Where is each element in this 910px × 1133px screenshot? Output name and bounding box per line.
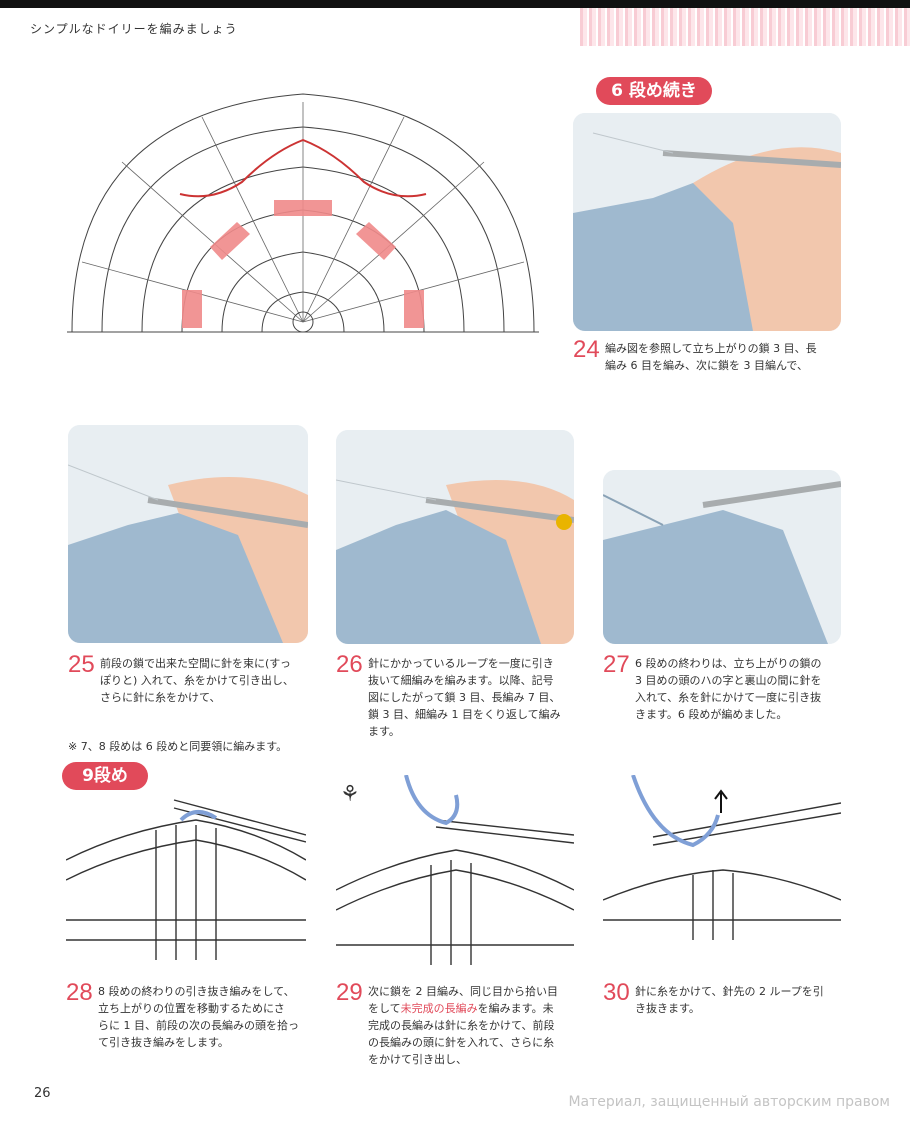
illustration-step-29: ⚘ — [336, 775, 574, 965]
step-text-line: 立ち上がりの位置を移動するためにさ — [98, 1002, 285, 1015]
step-27: 27 6 段めの終わりは、立ち上がりの鎖の 3 目めの頭のハの字と裏山の間に針を… — [603, 651, 873, 725]
step-text-line: 次に鎖を 2 目編み、同じ目から拾い目 — [368, 985, 558, 998]
step-text-line: きます。6 段めが編めました。 — [635, 708, 788, 721]
step-28: 28 8 段めの終わりの引き抜き編みをして、 立ち上がりの位置を移動するためにさ… — [66, 979, 336, 1053]
step-text-line: 6 段めの終わりは、立ち上がりの鎖の — [635, 657, 822, 670]
step-24: 24 編み図を参照して立ち上がりの鎖 3 目、長 編み 6 目を編み、次に鎖を … — [573, 336, 853, 380]
step-text-line: をかけて引き出し、 — [368, 1053, 467, 1066]
step-text-line: 編み 6 目を編み、次に鎖を 3 目編んで、 — [605, 359, 808, 372]
photo-step-27 — [603, 470, 841, 644]
step-number: 26 — [336, 651, 363, 678]
step-text-line: 抜いて細編みを編みます。以降、記号 — [368, 674, 554, 687]
highlight-term: 未完成の長編み — [400, 1002, 478, 1015]
page-number: 26 — [34, 1086, 51, 1101]
step-number: 25 — [68, 651, 95, 678]
step-text-line: 前段の鎖で出来た空間に針を束に(すっ — [100, 657, 291, 670]
watermark: Материал, защищенный авторским правом — [568, 1094, 890, 1110]
decorative-strip — [580, 8, 910, 46]
step-number: 29 — [336, 979, 363, 1006]
step-number: 24 — [573, 336, 600, 363]
step-number: 28 — [66, 979, 93, 1006]
top-bar — [0, 0, 910, 8]
step-text-line: ます。 — [368, 725, 400, 738]
photo-step-24 — [573, 113, 841, 331]
step-text-line: 針に糸をかけて、針先の 2 ループを引 — [635, 985, 824, 998]
step-30: 30 針に糸をかけて、針先の 2 ループを引 き抜きます。 — [603, 979, 873, 1023]
illustration-step-28 — [66, 799, 306, 960]
step-text-line: 完成の長編みは針に糸をかけて、前段 — [368, 1019, 555, 1032]
running-title: シンプルなドイリーを編みましょう — [30, 22, 238, 36]
note-rows-7-8: ※ 7、8 段めは 6 段めと同要領に編みます。 — [68, 740, 288, 753]
photo-step-25 — [68, 425, 308, 643]
photo-step-26 — [336, 430, 574, 644]
step-29: 29 次に鎖を 2 目編み、同じ目から拾い目 をして未完成の長編みを編みます。未… — [336, 979, 606, 1066]
step-text-line: さらに針に糸をかけて、 — [100, 691, 221, 704]
section-badge-row9: 9段め — [62, 762, 148, 790]
step-text-fragment: を編みます。未 — [477, 1002, 554, 1015]
step-text-line: 鎖 3 目、細編み 1 目をくり返して編み — [368, 708, 561, 721]
step-text-line: 入れて、糸を針にかけて一度に引き抜 — [635, 691, 822, 704]
step-text-fragment: をして — [368, 1002, 401, 1015]
step-number: 27 — [603, 651, 630, 678]
section-badge-row6: 6 段め続き — [596, 77, 712, 105]
step-text-line: 針にかかっているループを一度に引き — [368, 657, 554, 670]
step-text-line: ぽりと) 入れて、糸をかけて引き出し、 — [100, 674, 294, 687]
step-text-line: て引き抜き編みをします。 — [98, 1036, 229, 1049]
step-text-line: らに 1 目、前段の次の長編みの頭を拾っ — [98, 1019, 299, 1032]
step-number: 30 — [603, 979, 630, 1006]
svg-text:⚘: ⚘ — [340, 782, 360, 807]
step-text-line: 8 段めの終わりの引き抜き編みをして、 — [98, 985, 295, 998]
crochet-chart — [67, 93, 539, 333]
step-text-line: 編み図を参照して立ち上がりの鎖 3 目、長 — [605, 342, 817, 355]
illustration-step-30 — [603, 775, 841, 940]
step-text-line: の長編みの頭に針を入れて、さらに糸 — [368, 1036, 555, 1049]
step-26: 26 針にかかっているループを一度に引き 抜いて細編みを編みます。以降、記号 図… — [336, 651, 596, 738]
step-text-line: 図にしたがって鎖 3 目、長編み 7 目、 — [368, 691, 561, 704]
step-25: 25 前段の鎖で出来た空間に針を束に(すっ ぽりと) 入れて、糸をかけて引き出し… — [68, 651, 328, 715]
step-text-line: 3 目めの頭のハの字と裏山の間に針を — [635, 674, 822, 687]
step-text-line: き抜きます。 — [635, 1002, 700, 1015]
